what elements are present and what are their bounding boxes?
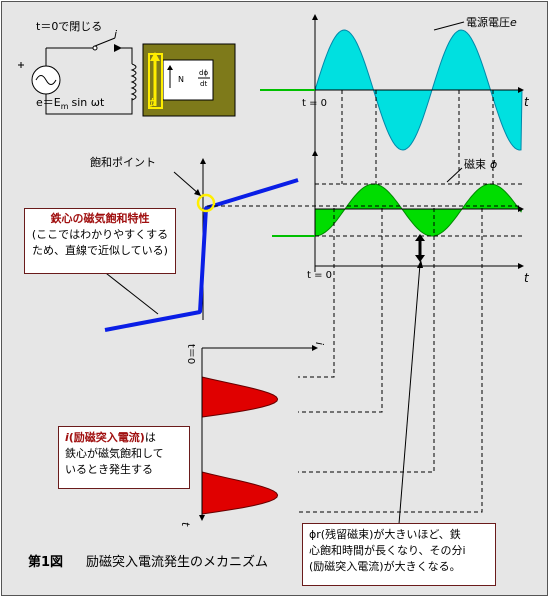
flux-baseline-arrow-icon [518, 263, 524, 269]
ac-wave-icon [35, 75, 57, 85]
core-label-dt: dt [200, 80, 207, 88]
switch-blade [94, 37, 116, 47]
inrush-pulse-2 [201, 471, 279, 515]
note-leader-arrow-icon [417, 260, 423, 268]
circuit [18, 37, 236, 117]
current-waveform [201, 376, 279, 515]
current-arrow-icon [114, 44, 122, 52]
core-label-n: N [178, 75, 184, 84]
core-window [162, 59, 214, 101]
current-t-label: t [179, 522, 192, 527]
flux-t-label: t [524, 271, 530, 285]
note-line2: 心飽和時間が長くなり、その分i [309, 544, 466, 557]
phi-label: ϕ [148, 96, 155, 109]
current-i-arrow-icon [312, 345, 318, 351]
dash-c2-start [298, 208, 435, 473]
current-time-arrow-icon [199, 515, 205, 521]
voltage-title: 電源電圧e [466, 15, 517, 29]
characteristic-line1: (ここではわかりやすくする [31, 228, 169, 241]
flux-y-arrow-icon [312, 150, 318, 156]
flux-t-arrow-icon [518, 206, 524, 212]
saturation-point-label: 飽和ポイント [90, 155, 156, 169]
core-label-dphi: dϕ [199, 69, 208, 77]
characteristic-line2: ため、直線で近似している) [32, 244, 168, 257]
current-i-label: i [313, 342, 326, 345]
residual-note-box: ϕr(残留磁束)が大きいほど、鉄 心飽和時間が長くなり、その分i (励磁突入電流… [302, 523, 496, 586]
inrush-title: (励磁突入電流) [68, 431, 145, 444]
wire-bottom [45, 94, 133, 115]
emf-arrow-head-icon [167, 65, 173, 70]
current-t0-label: t＝0 [185, 344, 196, 364]
voltage-leader [433, 21, 465, 31]
switch-label: t＝0で閉じる [36, 20, 102, 33]
voltage-t0-label: t = 0 [302, 98, 327, 109]
voltage-t-label: t [524, 95, 530, 109]
dash-c1-start [298, 208, 335, 378]
wire-top-right [115, 47, 133, 64]
dash-c1-end [298, 208, 383, 413]
saturation-curve [104, 178, 299, 332]
saturation-point-leader [173, 171, 200, 195]
flux-t0-label: t = 0 [307, 270, 332, 281]
inrush-line2: 鉄心が磁気飽和して [65, 447, 164, 460]
characteristic-title: 鉄心の磁気飽和特性 [50, 212, 150, 225]
current-label: i [114, 28, 117, 41]
note-line3: (励磁突入電流)が大きくなる。 [309, 560, 461, 573]
inrush-i: i [65, 431, 69, 444]
note-line1: ϕr(残留磁束)が大きいほど、鉄 [309, 528, 461, 541]
saturation-axis-arrow-icon [200, 158, 206, 164]
characteristic-box: 鉄心の磁気飽和特性 (ここではわかりやすくする ため、直線で近似している) [24, 208, 176, 274]
dash-c2-end [298, 208, 483, 513]
switch-contact [92, 45, 98, 51]
inrush-box: i(励磁突入電流)は 鉄心が磁気飽和して いるとき発生する [58, 426, 190, 489]
saturation-leader-arrow-icon [194, 189, 201, 196]
figure-number: 第1図 [28, 554, 63, 570]
primary-coil-icon [130, 63, 137, 101]
residual-flux-arrows-icon [415, 234, 425, 262]
projection-lines [207, 90, 522, 513]
characteristic-leader [101, 269, 159, 315]
flux-waveform [314, 183, 523, 237]
flux-arrow-head-icon [150, 52, 160, 61]
note-leader [398, 263, 421, 525]
voltage-y-arrow-icon [312, 14, 318, 20]
voltage-t-arrow-icon [518, 87, 524, 93]
flux-leader [446, 167, 463, 183]
figure-caption: 励磁突入電流発生のメカニズム [86, 554, 268, 570]
saturation-point-marker [196, 193, 216, 213]
flux-wave-fill [314, 183, 523, 237]
plus-sign-icon [18, 62, 24, 68]
inrush-line1: は [144, 431, 156, 444]
inrush-pulse-1 [201, 376, 279, 418]
inrush-line3: いるとき発生する [65, 463, 153, 476]
